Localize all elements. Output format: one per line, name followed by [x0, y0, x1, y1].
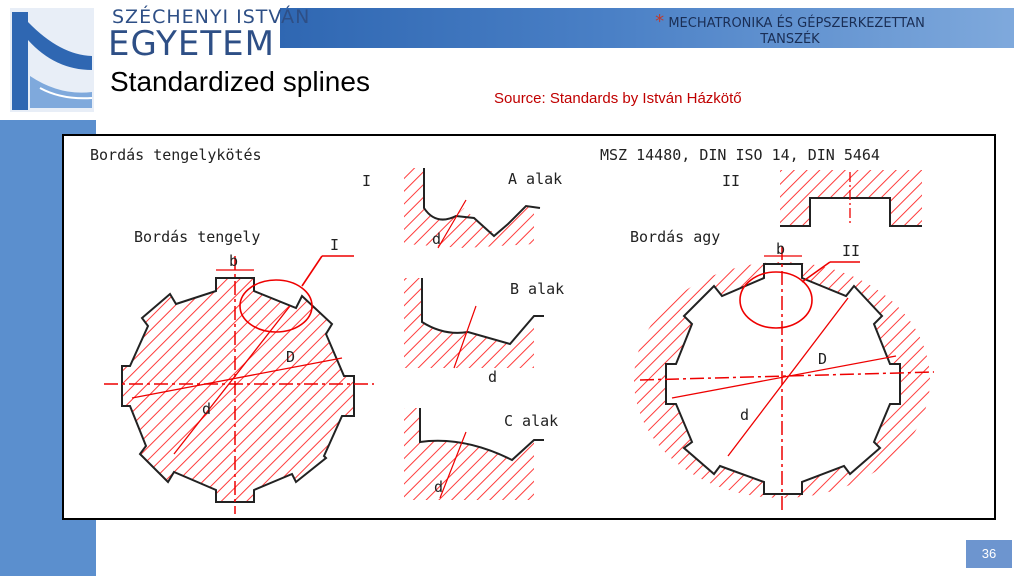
dim-d-c: d: [434, 478, 443, 496]
dim-D-shaft: D: [286, 348, 295, 366]
star-icon: *: [655, 11, 665, 32]
dim-b-hub: b: [776, 240, 785, 258]
dim-b-shaft: b: [229, 252, 238, 270]
detail-a: A alak d: [404, 168, 562, 249]
detail-c: C alak d: [404, 408, 558, 500]
standards-label: MSZ 14480, DIN ISO 14, DIN 5464: [600, 146, 880, 164]
mark-ii-hub: II: [842, 242, 860, 260]
logo-line-2: EGYETEM: [108, 24, 275, 64]
dim-d-shaft: d: [202, 400, 211, 418]
shaft-label: Bordás tengely: [134, 228, 260, 246]
department-title: * MECHATRONIKA ÉS GÉPSZERKEZETTAN TANSZÉ…: [630, 11, 950, 48]
splined-hub-drawing: b D d: [634, 240, 935, 510]
figure-heading: Bordás tengelykötés: [90, 146, 262, 164]
page-number: 36: [966, 540, 1012, 568]
hub-detail-top: [780, 170, 922, 227]
slide-title: Standardized splines: [110, 66, 370, 97]
source-note: Source: Standards by István Házkötő: [494, 90, 742, 107]
dim-D-hub: D: [818, 350, 827, 368]
header-band: [280, 8, 1014, 48]
mark-i-shaft: I: [330, 236, 339, 254]
logo-line-1: SZÉCHENYI ISTVÁN: [112, 6, 311, 28]
department-name: MECHATRONIKA ÉS GÉPSZERKEZETTAN TANSZÉK: [668, 16, 925, 47]
university-logo: [0, 0, 100, 118]
mark-i-top: I: [362, 172, 371, 190]
spline-figure: Bordás tengelykötés MSZ 14480, DIN ISO 1…: [62, 134, 996, 520]
mark-ii-top: II: [722, 172, 740, 190]
hub-label: Bordás agy: [630, 228, 720, 246]
type-b-label: B alak: [510, 280, 564, 298]
type-c-label: C alak: [504, 412, 558, 430]
type-a-label: A alak: [508, 170, 562, 188]
detail-b: B alak d: [404, 278, 564, 386]
dim-d-hub: d: [740, 406, 749, 424]
splined-shaft-drawing: b D d: [104, 252, 374, 514]
dim-d-a: d: [432, 230, 441, 248]
dim-d-b: d: [488, 368, 497, 386]
